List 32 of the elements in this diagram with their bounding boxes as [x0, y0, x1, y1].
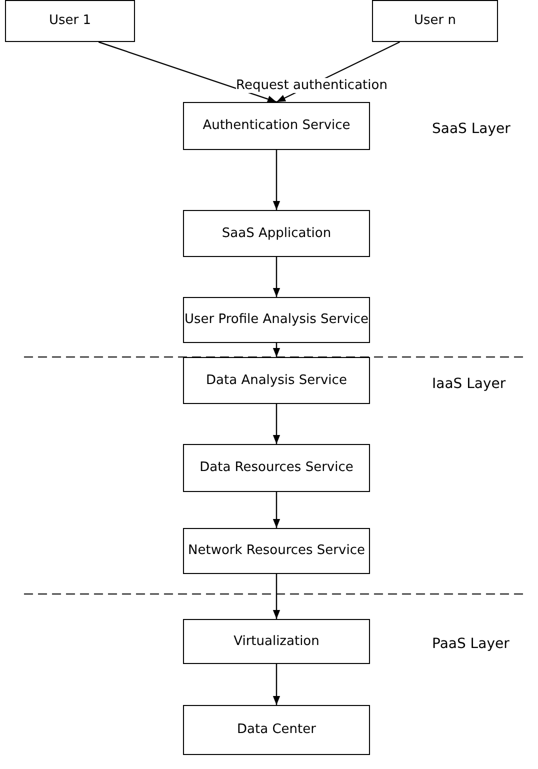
arrow: [272, 664, 280, 705]
layer-label: IaaS Layer: [432, 376, 506, 392]
process-box: [183, 705, 370, 755]
node-label: User Profile Analysis Service: [184, 312, 369, 328]
node-label: Authentication Service: [202, 118, 350, 134]
arrow: [272, 574, 280, 619]
arrow: [272, 492, 280, 528]
annotation-text: Request authentication: [236, 78, 388, 93]
arrow: [272, 257, 280, 297]
node-label: Data Resources Service: [200, 460, 354, 476]
process-box: [183, 210, 370, 257]
arrow: [98, 41, 277, 103]
layer-label: PaaS Layer: [432, 636, 510, 652]
process-box: [183, 528, 370, 574]
arrow: [272, 343, 280, 357]
process-box: [372, 0, 498, 42]
process-box: [183, 444, 370, 492]
node-label: Data Analysis Service: [206, 372, 347, 388]
arrow: [272, 150, 280, 210]
process-box: [183, 619, 370, 664]
node-label: Network Resources Service: [188, 543, 365, 559]
node-label: SaaS Application: [222, 226, 332, 242]
node-label: Data Center: [237, 722, 316, 738]
process-box: [183, 297, 370, 343]
process-box: [5, 0, 135, 42]
node-label: User n: [414, 13, 456, 29]
node-label: User 1: [48, 13, 92, 29]
process-box: [183, 102, 370, 150]
layer-label: SaaS Layer: [432, 121, 510, 137]
node-label: Virtualization: [234, 634, 320, 650]
arrow: [272, 404, 280, 444]
process-box: [183, 357, 370, 404]
